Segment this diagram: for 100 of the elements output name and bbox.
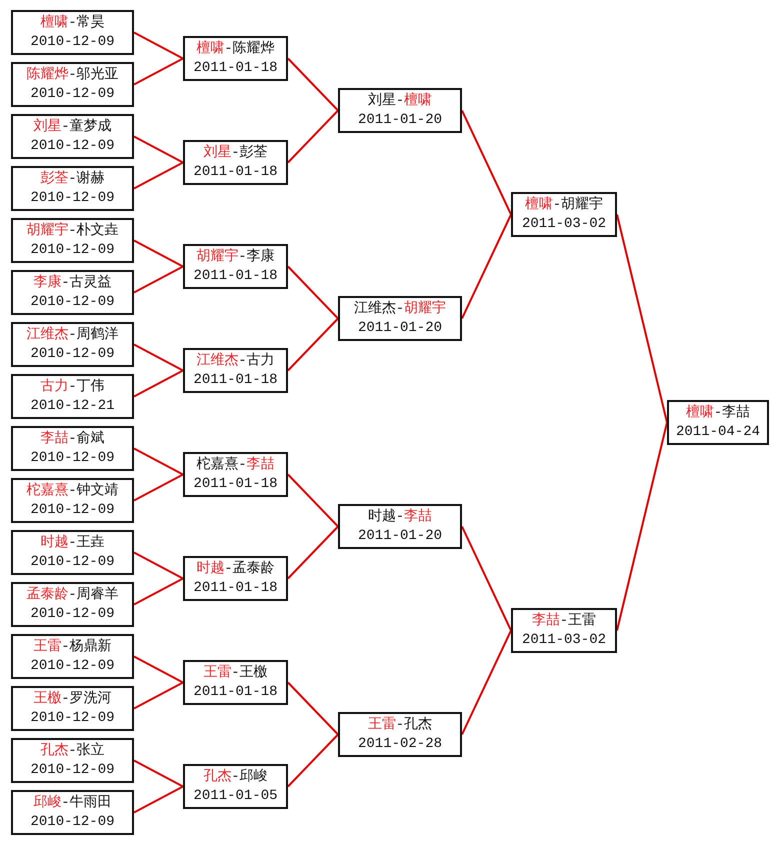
match-date: 2011-01-18 (193, 162, 278, 182)
bracket-line (287, 682, 339, 736)
bracket-line (616, 214, 668, 423)
bracket-line (134, 240, 184, 268)
match-date: 2010-12-09 (30, 344, 114, 364)
match-box (667, 400, 769, 445)
bracket-line (287, 266, 339, 320)
player-names: 刘星-彭荃 (203, 144, 268, 162)
match-box (338, 88, 462, 133)
player-names: 彭荃-谢赫 (40, 170, 105, 188)
match-date: 2010-12-09 (30, 32, 114, 52)
match-box (338, 504, 462, 549)
match-box (11, 790, 134, 835)
bracket-line (134, 448, 184, 476)
match-date: 2010-12-09 (30, 760, 114, 780)
bracket-line (134, 552, 184, 580)
match-box (11, 478, 134, 523)
match-date: 2011-02-28 (358, 734, 442, 754)
match-box (11, 530, 134, 575)
match-date: 2011-01-18 (193, 266, 278, 286)
player-names: 柁嘉熹-钟文靖 (26, 482, 119, 500)
player-names: 李康-古灵益 (33, 274, 112, 292)
match-date: 2011-04-24 (676, 422, 760, 442)
bracket-line (461, 214, 512, 319)
match-box (11, 62, 134, 107)
bracket-line (134, 760, 184, 788)
match-box (11, 582, 134, 627)
player-names: 孟泰龄-周睿羊 (26, 586, 119, 604)
bracket-line (616, 422, 668, 631)
player-names: 陈耀烨-邬光亚 (26, 66, 119, 84)
match-box (11, 322, 134, 367)
match-date: 2010-12-09 (30, 292, 114, 312)
match-date: 2010-12-09 (30, 448, 114, 468)
bracket-line (134, 656, 184, 684)
bracket-line (134, 58, 184, 86)
match-box (11, 686, 134, 731)
bracket-line (461, 526, 512, 631)
match-box (11, 738, 134, 783)
match-box (11, 270, 134, 315)
player-names: 王雷-杨鼎新 (33, 638, 112, 656)
match-box (511, 608, 617, 653)
match-box (11, 426, 134, 471)
match-date: 2010-12-09 (30, 240, 114, 260)
match-date: 2011-01-18 (193, 58, 278, 78)
match-box (338, 296, 462, 341)
match-date: 2011-01-05 (193, 786, 278, 806)
match-box (11, 374, 134, 419)
match-date: 2010-12-09 (30, 656, 114, 676)
player-names: 时越-王垚 (40, 534, 105, 552)
bracket-line (134, 682, 184, 710)
player-names: 孔杰-张立 (40, 742, 105, 760)
bracket-line (461, 110, 512, 215)
match-box (11, 10, 134, 55)
bracket-line (287, 734, 339, 788)
bracket-line (461, 630, 512, 735)
bracket-line (134, 32, 184, 60)
match-box (183, 140, 288, 185)
player-names: 孔杰-邱峻 (203, 768, 268, 786)
match-date: 2010-12-21 (30, 396, 114, 416)
bracket-line (134, 136, 184, 164)
match-date: 2010-12-09 (30, 136, 114, 156)
match-box (183, 244, 288, 289)
bracket-line (134, 370, 184, 398)
bracket-line (134, 344, 184, 372)
player-names: 刘星-檀啸 (368, 92, 432, 110)
player-names: 时越-孟泰龄 (196, 560, 275, 578)
match-box (511, 192, 617, 237)
bracket-line (287, 110, 339, 164)
bracket-line (287, 318, 339, 372)
player-names: 檀啸-胡耀宇 (524, 196, 604, 214)
player-names: 时越-李喆 (368, 508, 432, 526)
bracket-line (287, 58, 339, 112)
player-names: 柁嘉熹-李喆 (196, 456, 275, 474)
player-names: 檀啸-李喆 (686, 404, 750, 422)
match-date: 2010-12-09 (30, 812, 114, 832)
player-names: 王檄-罗洗河 (33, 690, 112, 708)
player-names: 李喆-俞斌 (40, 430, 105, 448)
player-names: 江维杰-古力 (196, 352, 275, 370)
bracket-line (134, 162, 184, 190)
player-names: 江维杰-胡耀宇 (354, 300, 446, 318)
match-box (183, 764, 288, 809)
match-date: 2011-01-18 (193, 682, 278, 702)
match-box (183, 452, 288, 497)
match-box (183, 348, 288, 393)
player-names: 胡耀宇-朴文垚 (26, 222, 119, 240)
bracket-line (134, 474, 184, 502)
player-names: 檀啸-陈耀烨 (196, 40, 275, 58)
bracket-line (134, 266, 184, 294)
match-box (183, 36, 288, 81)
player-names: 李喆-王雷 (532, 612, 596, 630)
match-date: 2011-01-20 (358, 110, 442, 130)
match-date: 2010-12-09 (30, 708, 114, 728)
match-box (11, 166, 134, 211)
player-names: 王雷-孔杰 (368, 716, 432, 734)
bracket-line (134, 578, 184, 606)
match-date: 2011-03-02 (522, 214, 606, 234)
match-date: 2011-03-02 (522, 630, 606, 650)
player-names: 古力-丁伟 (40, 378, 105, 396)
match-date: 2010-12-09 (30, 552, 114, 572)
match-date: 2010-12-09 (30, 604, 114, 624)
